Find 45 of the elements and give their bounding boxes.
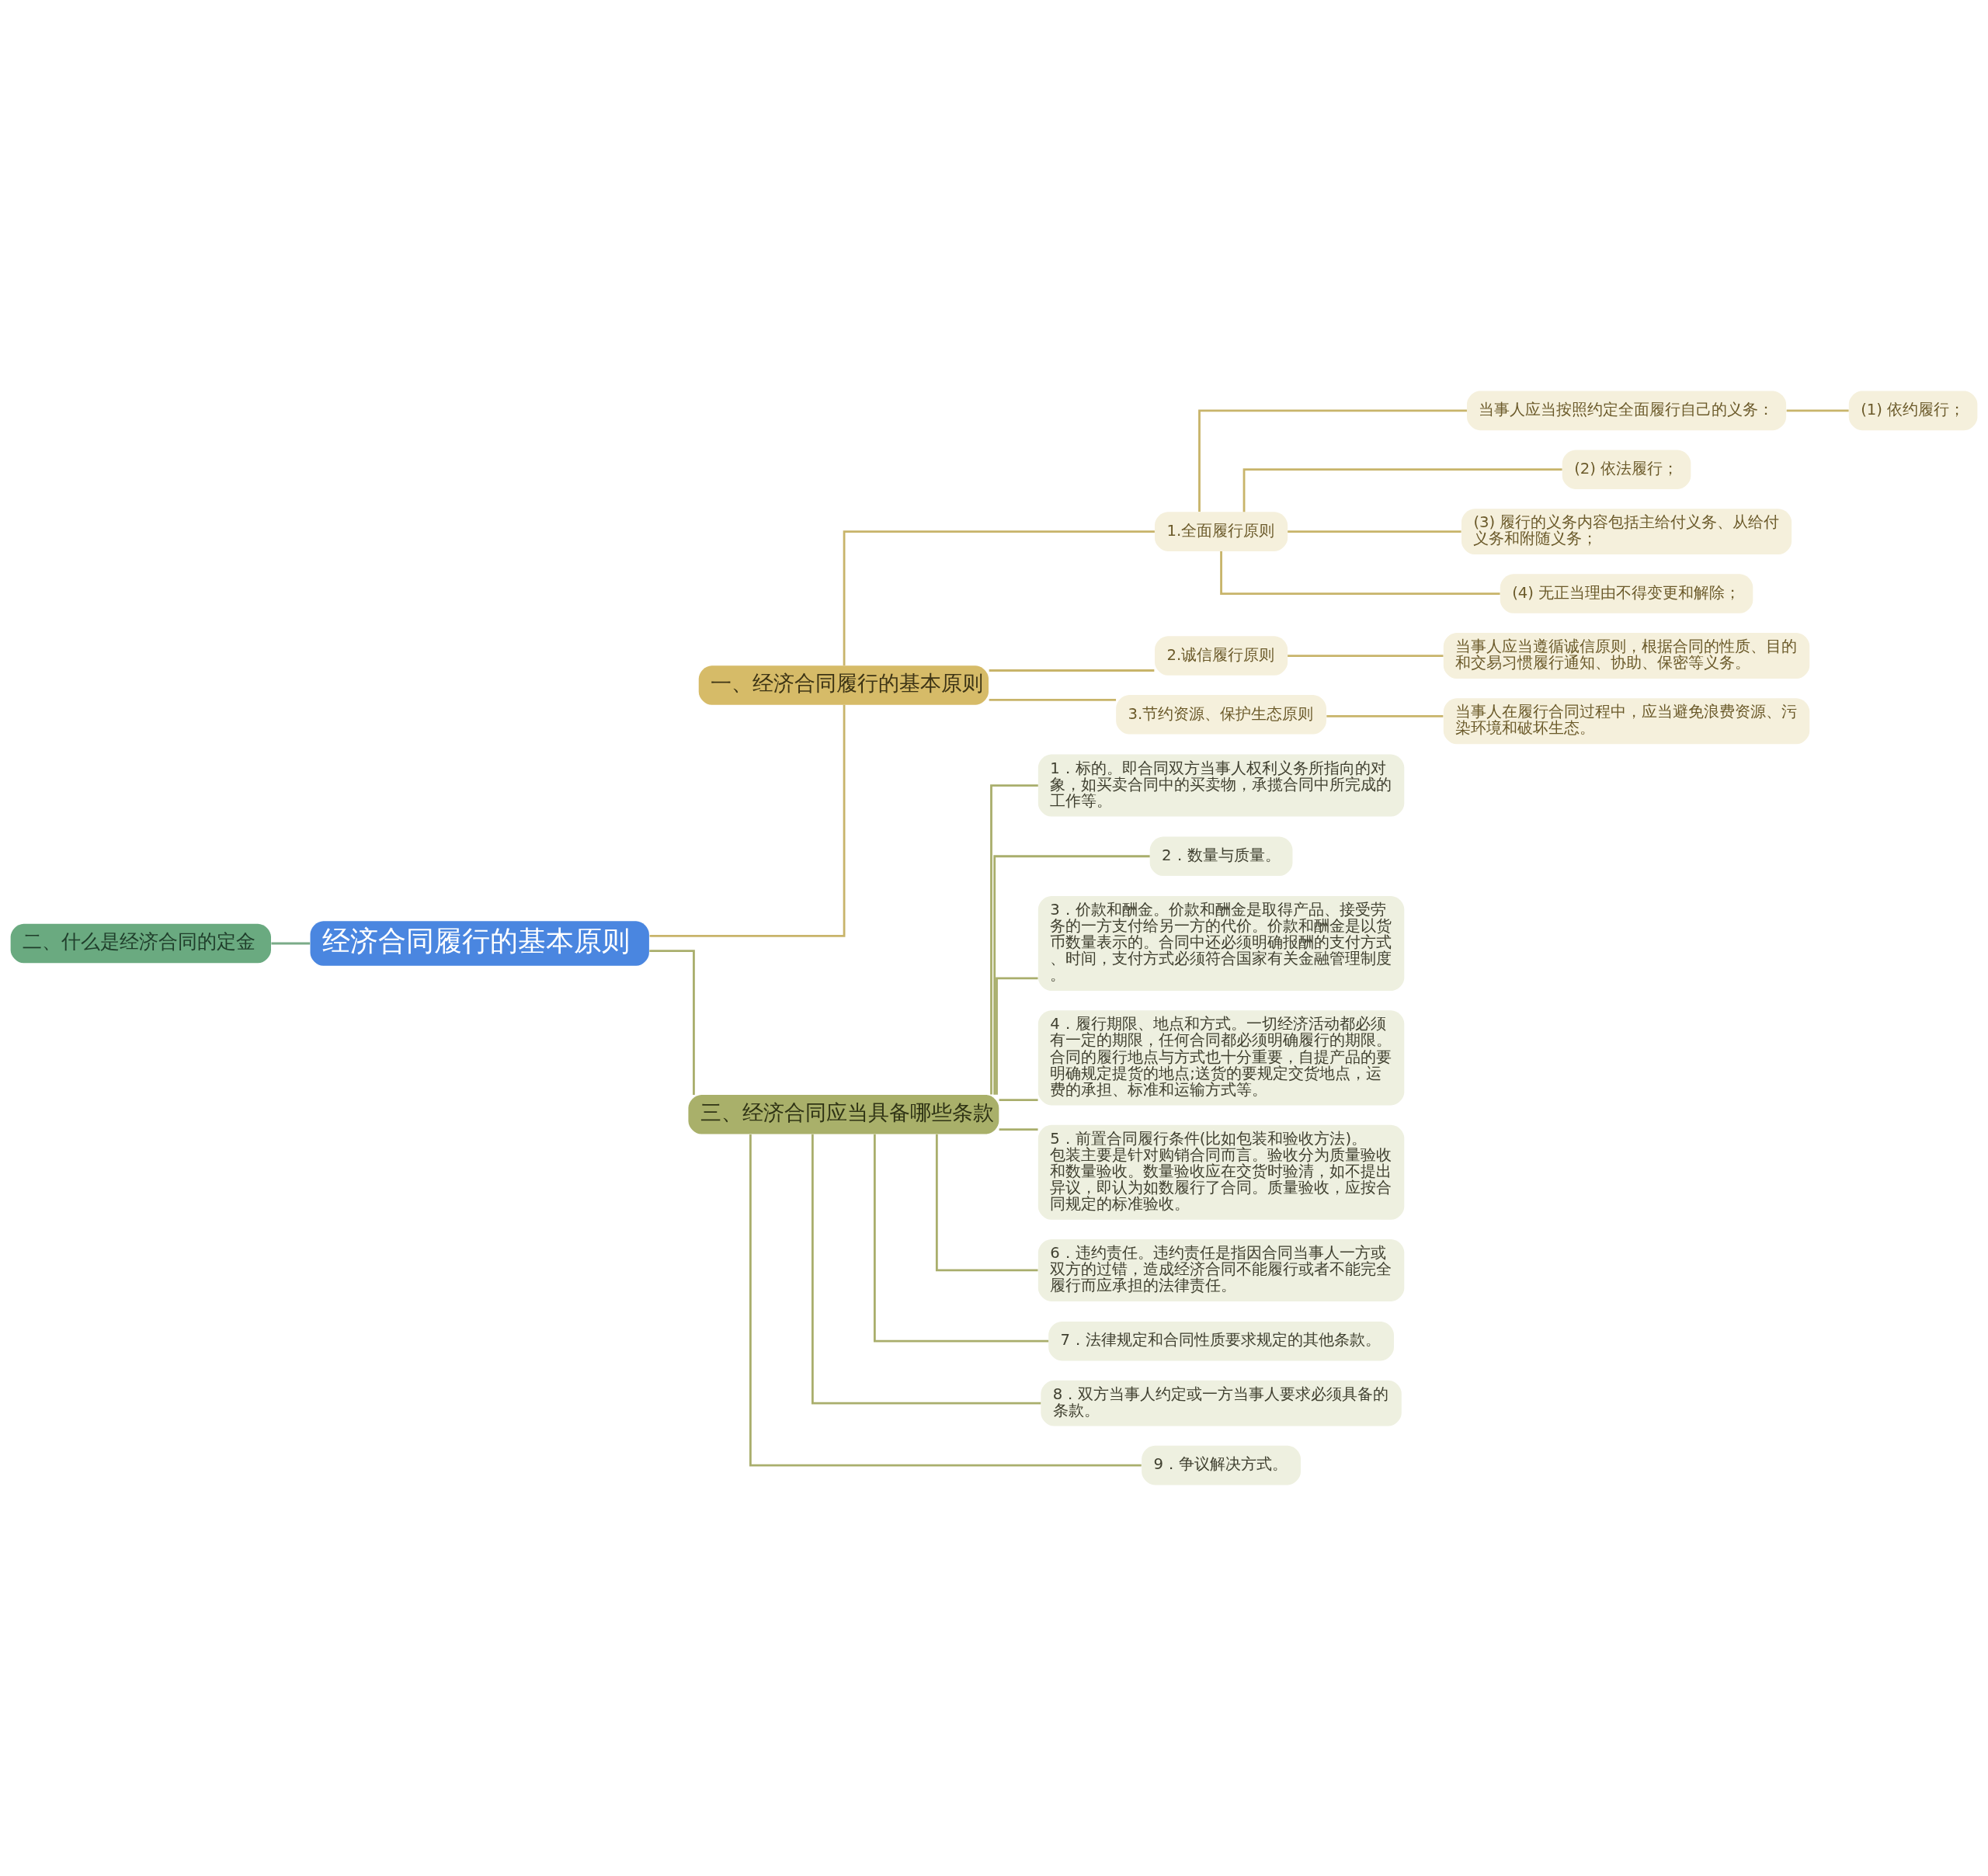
node-box: 2．数量与质量。 <box>1149 836 1293 876</box>
node-box: 3．价款和酬金。价款和酬金是取得产品、接受劳务的一方支付给另一方的代价。价款和酬金是以货币数量表示的。合同中还必须明确报酬的支付方式、时间，支付方式必须符合国家有关金融管理制度。 <box>1037 896 1405 992</box>
node-box: 3.节约资源、保护生态原则 <box>1116 695 1326 735</box>
node-box: 三、经济合同应当具备哪些条款 <box>688 1095 999 1134</box>
connector <box>271 942 311 945</box>
connector <box>649 704 846 937</box>
connector <box>1288 655 1444 657</box>
connector <box>811 1134 1041 1405</box>
connector <box>989 669 1155 672</box>
node-box: 4．履行期限、地点和方式。一切经济活动都必须有一定的期限，任何合同都必须明确履行的期限。合同的履行地点与方式也十分重要，自提产品的要明确规定提货的地点;送货的要规定交货地点，运费的承担、标准和运输方式等。 <box>1037 1010 1405 1106</box>
node-box: (2) 依法履行； <box>1562 450 1691 489</box>
node-box: 7．法律规定和合同性质要求规定的其他条款。 <box>1048 1321 1394 1361</box>
node-box: 二、什么是经济合同的定金 <box>10 923 271 964</box>
connector <box>649 950 695 1095</box>
node-box: 2.诚信履行原则 <box>1154 636 1288 676</box>
node-box: 6．违约责任。违约责任是指因合同当事人一方或双方的过错，造成经济合同不能履行或者不能完全履行而应承担的法律责任。 <box>1037 1239 1405 1301</box>
node-box: 1.全面履行原则 <box>1154 512 1288 551</box>
node-box: 当事人应当按照约定全面履行自己的义务： <box>1466 391 1787 431</box>
connector <box>999 1099 1038 1102</box>
node-box: 当事人在履行合同过程中，应当避免浪费资源、污染环境和破坏生态。 <box>1443 698 1810 745</box>
connector <box>993 855 1150 1095</box>
node-box: 9．争议解决方式。 <box>1142 1445 1301 1485</box>
connector <box>873 1134 1049 1343</box>
node-box: 当事人应当遵循诚信原则，根据合同的性质、目的和交易习惯履行通知、协助、保密等义务。 <box>1443 633 1810 679</box>
node-box: 8．双方当事人约定或一方当事人要求必须具备的条款。 <box>1041 1380 1402 1426</box>
connector <box>989 699 1117 701</box>
connector <box>843 530 1155 665</box>
connector <box>1326 715 1444 717</box>
connector <box>996 977 1038 1095</box>
connector <box>1220 551 1500 595</box>
node-box: (3) 履行的义务内容包括主给付义务、从给付义务和附随义务； <box>1461 509 1792 555</box>
node-box: (1) 依约履行； <box>1848 391 1978 431</box>
node-box: 5．前置合同履行条件(比如包装和验收方法)。包装主要是针对购销合同而言。验收分为质量验收和数量验收。数量验收应在交货时验清，如不提出异议，即认为如数履行了合同。质量验收，应按合同规定的标准验收。 <box>1037 1124 1405 1220</box>
connector <box>990 784 1038 1095</box>
node-box: 一、经济合同履行的基本原则 <box>698 665 989 705</box>
node-box: 经济合同履行的基本原则 <box>310 921 649 966</box>
connector <box>1198 409 1467 512</box>
connector <box>935 1134 1038 1272</box>
connector <box>1288 530 1461 533</box>
connector <box>999 1128 1038 1131</box>
node-box: (4) 无正当理由不得变更和解除； <box>1500 574 1753 613</box>
connector <box>1786 409 1849 412</box>
node-box: 1．标的。即合同双方当事人权利义务所指向的对象，如买卖合同中的买卖物，承揽合同中所完成的工作等。 <box>1037 754 1405 817</box>
connector <box>749 1134 1142 1467</box>
connector <box>1242 468 1562 512</box>
